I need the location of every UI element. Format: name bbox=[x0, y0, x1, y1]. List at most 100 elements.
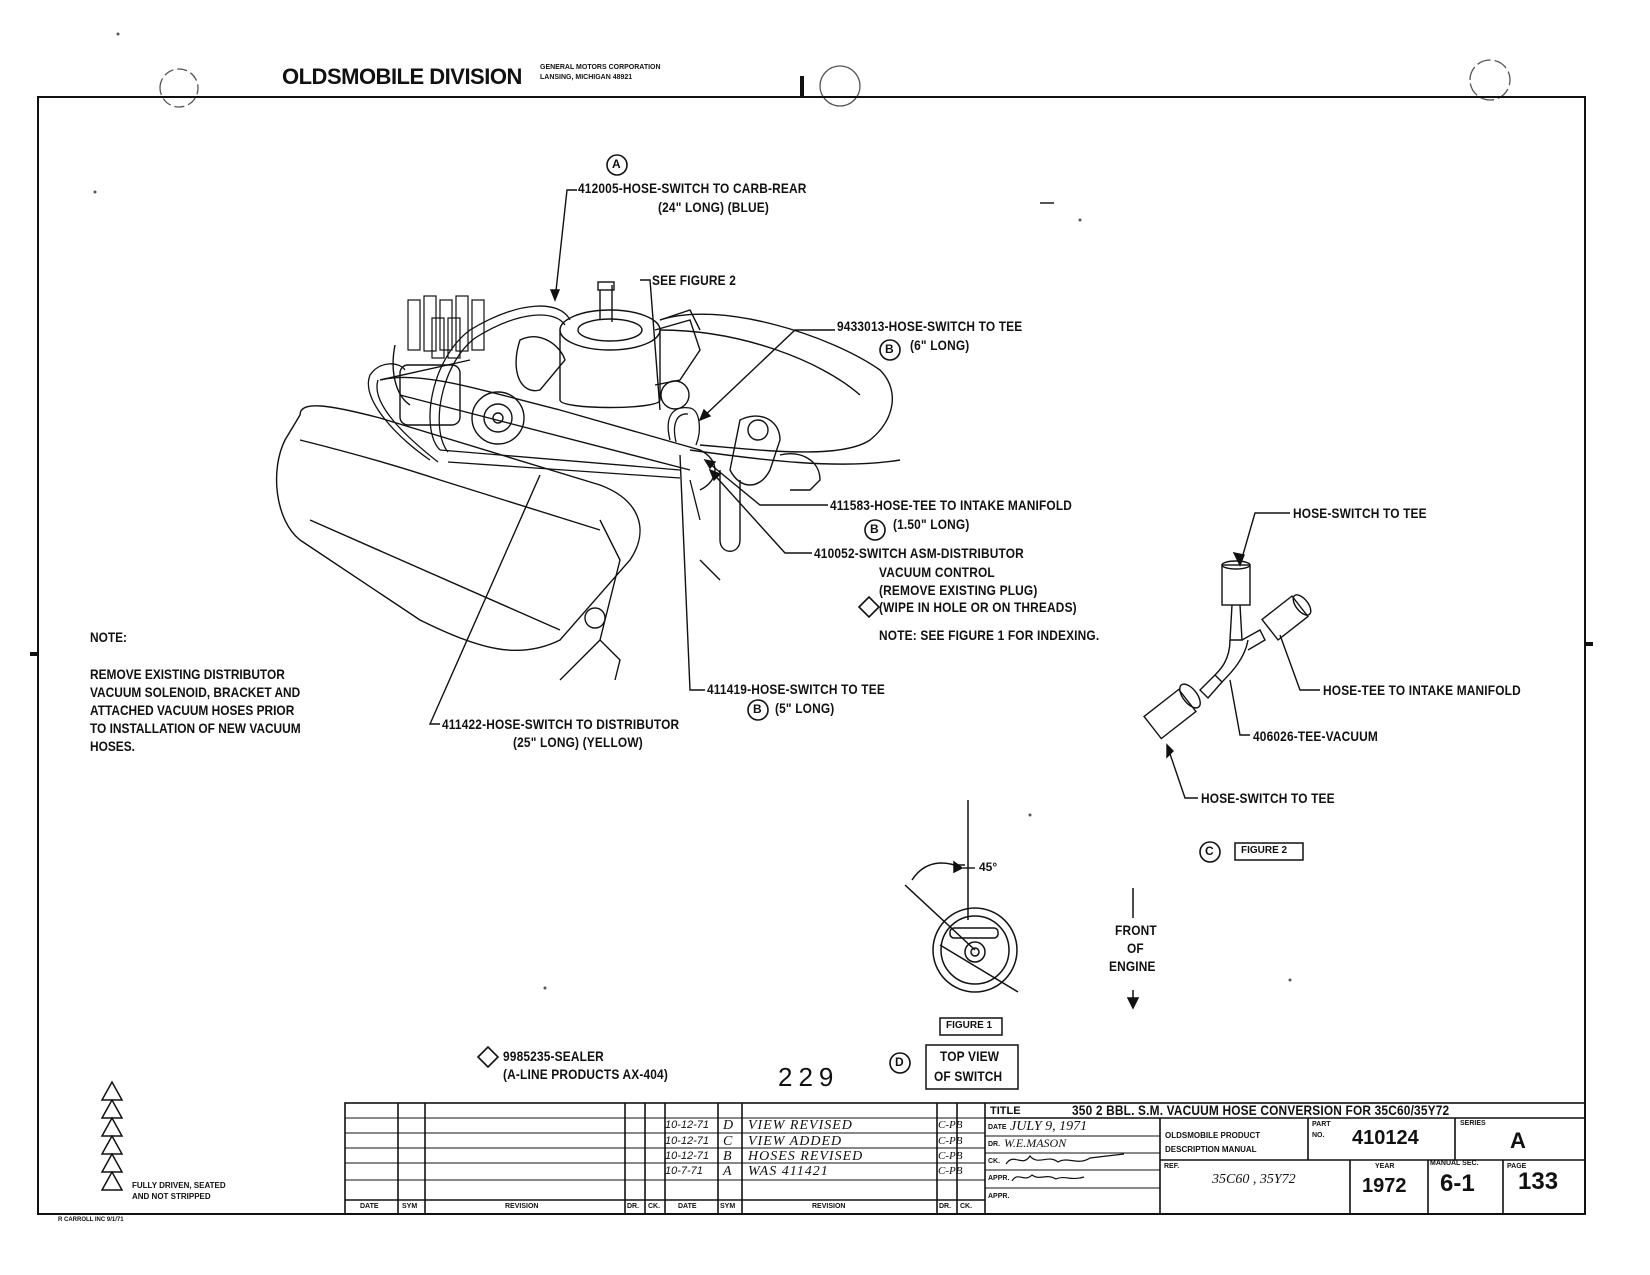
rev-col-sym: SYM bbox=[402, 1203, 418, 1210]
rev-row-2-sym: C bbox=[723, 1134, 733, 1149]
fig2-hose-tee-manifold: HOSE-TEE TO INTAKE MANIFOLD bbox=[1323, 682, 1521, 698]
rev-row-4-sym: A bbox=[723, 1164, 732, 1179]
note-heading: NOTE: bbox=[90, 629, 128, 645]
switch-410052-line3: (REMOVE EXISTING PLUG) bbox=[879, 582, 1038, 598]
part-number: 410124 bbox=[1352, 1127, 1419, 1149]
printer-mark: R CARROLL INC 9/1/71 bbox=[58, 1217, 124, 1223]
rev-col-revision-2: REVISION bbox=[812, 1203, 846, 1210]
figure-1-switch bbox=[904, 800, 1304, 1090]
rev-col-ck-2: CK. bbox=[960, 1203, 973, 1210]
year-label: YEAR bbox=[1375, 1163, 1395, 1170]
angle-label: 45° bbox=[979, 860, 998, 874]
rev-row-2-by: C-PB bbox=[938, 1135, 963, 1147]
manual-sec-label: MANUAL SEC. bbox=[1430, 1160, 1479, 1167]
figure-2-tee-assembly bbox=[1143, 512, 1320, 799]
note-indexing: NOTE: SEE FIGURE 1 FOR INDEXING. bbox=[879, 627, 1100, 643]
front-of-engine-3: ENGINE bbox=[1109, 958, 1156, 974]
fig2-tee-vacuum: 406026-TEE-VACUUM bbox=[1253, 728, 1379, 744]
front-of-engine-2: OF bbox=[1127, 940, 1144, 956]
see-figure-2-label: SEE FIGURE 2 bbox=[652, 272, 737, 288]
corp-line-1: GENERAL MOTORS CORPORATION bbox=[540, 64, 661, 71]
rev-col-dr: DR. bbox=[627, 1203, 640, 1210]
drawing-border bbox=[37, 96, 1586, 1215]
rev-col-date: DATE bbox=[360, 1203, 379, 1210]
rev-row-2-text: VIEW ADDED bbox=[748, 1134, 843, 1149]
switch-410052-line2: VACUUM CONTROL bbox=[879, 564, 995, 580]
legend-line-1: FULLY DRIVEN, SEATED bbox=[132, 1181, 226, 1190]
hose-411583-label: 411583-HOSE-TEE TO INTAKE MANIFOLD bbox=[830, 497, 1073, 513]
hose-411422-label: 411422-HOSE-SWITCH TO DISTRIBUTOR bbox=[442, 716, 680, 732]
leader-lines bbox=[428, 189, 835, 725]
top-view-label-1: TOP VIEW bbox=[940, 1048, 1000, 1064]
page-number-handwritten: 229 bbox=[778, 1062, 840, 1092]
date-value: JULY 9, 1971 bbox=[1010, 1119, 1088, 1134]
sealer-label: 9985235-SEALER bbox=[503, 1048, 604, 1064]
view-c-marker: C bbox=[1205, 844, 1214, 858]
appr2-label: APPR. bbox=[988, 1193, 1010, 1200]
engine-illustration bbox=[275, 281, 901, 681]
note-line-1: REMOVE EXISTING DISTRIBUTOR bbox=[90, 666, 285, 682]
switch-410052-label: 410052-SWITCH ASM-DISTRIBUTOR bbox=[814, 545, 1024, 561]
date-label: DATE bbox=[988, 1124, 1007, 1131]
rev-col-dr-2: DR. bbox=[939, 1203, 952, 1210]
year-value: 1972 bbox=[1362, 1175, 1407, 1197]
sealer-spec: (A-LINE PRODUCTS AX-404) bbox=[503, 1066, 668, 1082]
rev-row-1-by: C-PB bbox=[938, 1119, 963, 1131]
manual-sec-value: 6-1 bbox=[1440, 1170, 1475, 1197]
callout-circles bbox=[606, 154, 1221, 1074]
rev-row-3-by: C-PB bbox=[938, 1150, 963, 1162]
note-line-5: HOSES. bbox=[90, 738, 135, 754]
page-label: PAGE bbox=[1507, 1163, 1527, 1170]
legend-triangles bbox=[100, 1080, 124, 1191]
rev-col-ck: CK. bbox=[648, 1203, 661, 1210]
ref-value: 35C60 , 35Y72 bbox=[1212, 1172, 1296, 1187]
hose-411583-spec: (1.50" LONG) bbox=[893, 516, 970, 532]
view-d-marker: D bbox=[895, 1055, 904, 1069]
front-of-engine-1: FRONT bbox=[1115, 922, 1157, 938]
part-label-2: NO. bbox=[1312, 1132, 1325, 1139]
rev-row-3-text: HOSES REVISED bbox=[748, 1149, 864, 1164]
rev-row-1-sym: D bbox=[723, 1118, 734, 1133]
rev-row-3-sym: B bbox=[723, 1149, 732, 1164]
dr-value: W.E.MASON bbox=[1004, 1136, 1067, 1150]
rev-row-4-text: WAS 411421 bbox=[748, 1164, 829, 1179]
note-line-3: ATTACHED VACUUM HOSES PRIOR bbox=[90, 702, 295, 718]
drawing-title: 350 2 BBL. S.M. VACUUM HOSE CONVERSION F… bbox=[1072, 1102, 1450, 1118]
top-view-label-2: OF SWITCH bbox=[934, 1068, 1003, 1084]
rev-row-3-date: 10-12-71 bbox=[665, 1150, 710, 1162]
view-a-marker: A bbox=[612, 157, 621, 171]
vacuum-hoses bbox=[367, 305, 701, 521]
note-line-4: TO INSTALLATION OF NEW VACUUM bbox=[90, 720, 301, 736]
hose-412005-label: 412005-HOSE-SWITCH TO CARB-REAR bbox=[578, 180, 807, 196]
rev-col-sym-2: SYM bbox=[720, 1203, 736, 1210]
division-name: OLDSMOBILE DIVISION bbox=[282, 64, 522, 89]
rev-row-1-date: 10-12-71 bbox=[665, 1119, 710, 1131]
fig2-hose-switch-tee-top: HOSE-SWITCH TO TEE bbox=[1293, 505, 1427, 521]
binder-holes bbox=[159, 59, 1511, 108]
diamond-symbols bbox=[476, 595, 881, 1069]
title-block-grid bbox=[344, 1102, 1586, 1215]
hose-411419-label: 411419-HOSE-SWITCH TO TEE bbox=[707, 681, 885, 697]
hose-412005-spec: (24" LONG) (BLUE) bbox=[658, 199, 770, 215]
legend-line-2: AND NOT STRIPPED bbox=[132, 1192, 211, 1201]
hose-411419-spec: (5" LONG) bbox=[775, 700, 835, 716]
ck-signature bbox=[1005, 1153, 1125, 1165]
rev-col-revision: REVISION bbox=[505, 1203, 539, 1210]
part-label-1: PART bbox=[1312, 1121, 1331, 1128]
rev-col-date-2: DATE bbox=[678, 1203, 697, 1210]
dr-label: DR. bbox=[988, 1141, 1001, 1148]
manual-line-2: DESCRIPTION MANUAL bbox=[1165, 1145, 1257, 1154]
manual-line-1: OLDSMOBILE PRODUCT bbox=[1165, 1131, 1261, 1140]
hose-9433013-spec: (6" LONG) bbox=[910, 337, 970, 353]
page-value: 133 bbox=[1518, 1168, 1559, 1195]
rev-row-1-text: VIEW REVISED bbox=[748, 1118, 853, 1133]
series-value: A bbox=[1510, 1128, 1526, 1153]
appr-label: APPR. bbox=[988, 1175, 1010, 1182]
view-b-marker: B bbox=[885, 342, 894, 356]
series-label: SERIES bbox=[1460, 1120, 1486, 1127]
hose-411422-spec: (25" LONG) (YELLOW) bbox=[513, 734, 643, 750]
rev-row-2-date: 10-12-71 bbox=[665, 1135, 710, 1147]
hose-9433013-label: 9433013-HOSE-SWITCH TO TEE bbox=[837, 318, 1023, 334]
figure-1-caption: FIGURE 1 bbox=[946, 1020, 993, 1031]
